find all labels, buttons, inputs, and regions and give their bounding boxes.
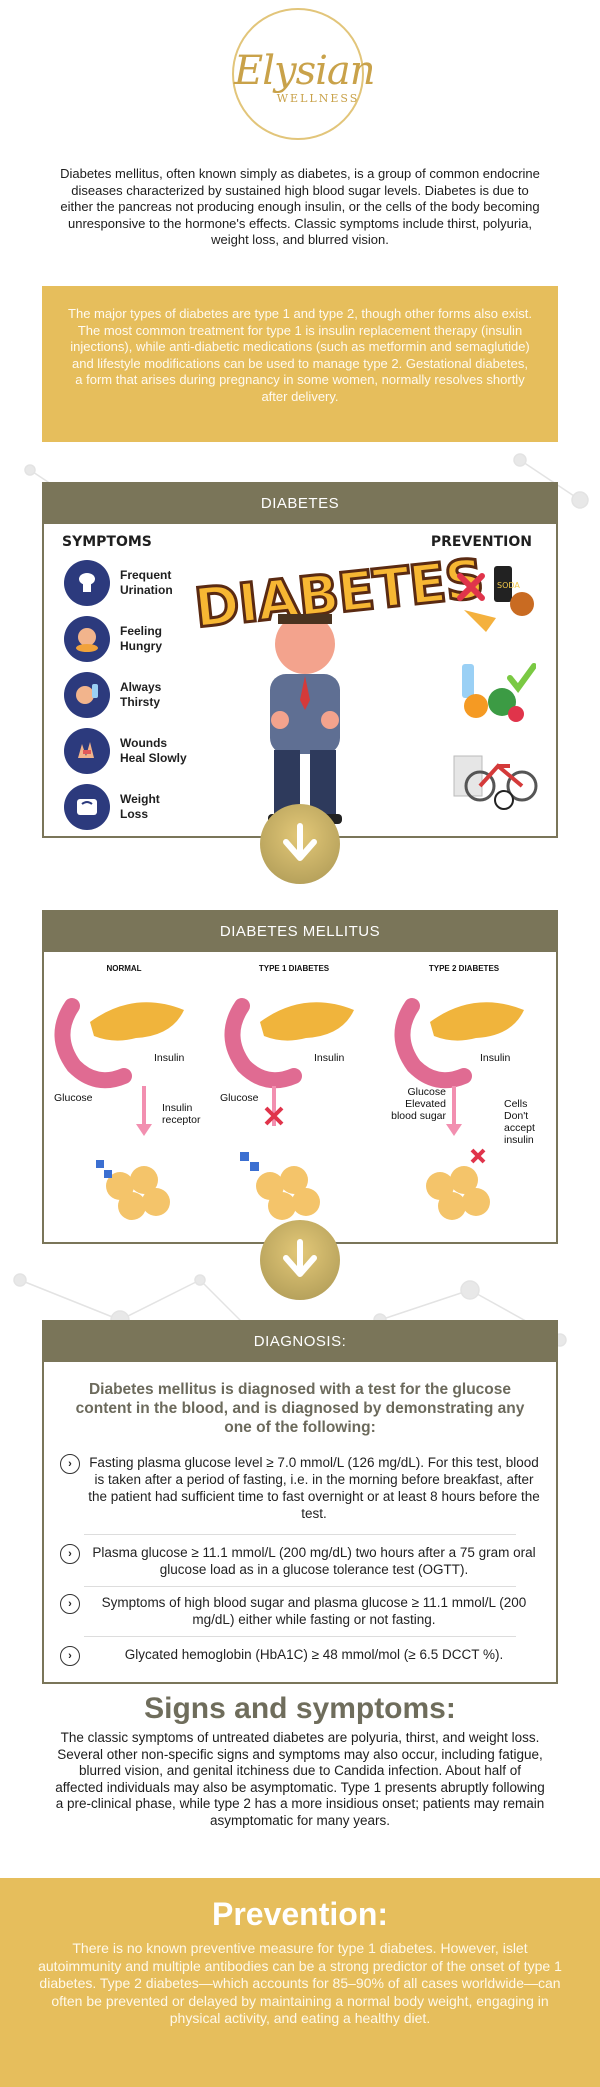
divider <box>84 1534 516 1535</box>
exercise-icon <box>453 755 538 810</box>
prevention-section: Prevention: There is no known preventive… <box>0 1878 600 2087</box>
mellitus-panel-header: DIABETES MELLITUS <box>44 912 556 952</box>
pancreas-type2 <box>394 998 524 1220</box>
symptom-label: Always Thirsty <box>120 680 162 709</box>
symptom-item: Frequent Urination <box>64 560 190 606</box>
diagnosis-intro: Diabetes mellitus is diagnosed with a te… <box>75 1381 525 1436</box>
logo-sub-text: WELLNESS <box>276 92 360 105</box>
symptom-label: Frequent Urination <box>120 568 173 597</box>
normal-receptor-label: Insulin receptor <box>162 1102 201 1126</box>
diabetes-mellitus-panel: DIABETES MELLITUS NORMAL TYPE 1 DIABETES… <box>42 910 558 1244</box>
elysian-wellness-logo: Elysian WELLNESS <box>232 8 376 140</box>
soda-label: SODA <box>497 581 520 590</box>
pancreas-type1 <box>224 998 354 1220</box>
chevron-right-icon: › <box>60 1454 80 1474</box>
divider <box>84 1586 516 1587</box>
symptom-item: Wounds Heal Slowly <box>64 728 190 774</box>
type2-cells-label: Cells Don't accept insulin <box>504 1098 535 1146</box>
normal-glucose-label: Glucose <box>54 1092 93 1104</box>
toilet-icon <box>64 560 110 606</box>
diagnosis-panel: DIAGNOSIS: Diabetes mellitus is diagnose… <box>42 1320 558 1684</box>
symptom-label: Weight Loss <box>120 792 160 821</box>
diabetes-panel-header: DIABETES <box>44 484 556 524</box>
type2-insulin-label: Insulin <box>480 1052 511 1064</box>
scale-icon <box>64 784 110 830</box>
normal-column-title: NORMAL <box>106 964 142 973</box>
junk-food-icon: SODA <box>457 566 534 632</box>
diagnosis-bullet: › Plasma glucose ≥ 11.1 mmol/L (200 mg/d… <box>60 1544 540 1578</box>
symptom-label: Feeling Hungry <box>120 624 163 653</box>
prevention-text: There is no known preventive measure for… <box>38 1940 562 2027</box>
diabetes-panel: DIABETES SYMPTOMS PREVENTION Frequent Ur… <box>42 482 558 838</box>
diagnosis-bullet-text: Plasma glucose ≥ 11.1 mmol/L (200 mg/dL)… <box>92 1545 536 1577</box>
divider <box>84 1636 516 1637</box>
diagnosis-bullet-text: Symptoms of high blood sugar and plasma … <box>101 1595 527 1627</box>
pancreas-diagrams <box>54 998 524 1220</box>
down-arrow-icon <box>260 804 340 884</box>
diagnosis-bullet: › Symptoms of high blood sugar and plasm… <box>60 1594 540 1628</box>
thirsty-icon <box>64 672 110 718</box>
diagnosis-bullet: › Fasting plasma glucose level ≥ 7.0 mmo… <box>60 1454 540 1522</box>
prevention-title: Prevention: <box>211 1896 389 1932</box>
diagnosis-bullet-text: Fasting plasma glucose level ≥ 7.0 mmol/… <box>88 1455 540 1521</box>
symptom-label: Wounds Heal Slowly <box>120 736 187 765</box>
diagnosis-panel-header: DIAGNOSIS: <box>44 1322 556 1362</box>
stressed-man-illustration <box>268 614 342 824</box>
prevention-title: PREVENTION <box>430 534 532 550</box>
logo-script-text: Elysian <box>234 48 376 94</box>
types-box-text: The major types of diabetes are type 1 a… <box>68 306 532 404</box>
symptoms-title: SYMPTOMS <box>62 534 152 550</box>
chevron-right-icon: › <box>60 1594 80 1614</box>
signs-title: Signs and symptoms: <box>144 1692 456 1725</box>
type1-column-title: TYPE 1 DIABETES <box>258 964 330 973</box>
type1-glucose-label: Glucose <box>220 1092 259 1104</box>
symptom-item: Always Thirsty <box>64 672 190 718</box>
normal-insulin-label: Insulin <box>154 1052 185 1064</box>
intro-paragraph: Diabetes mellitus, often known simply as… <box>60 166 540 248</box>
symptom-item: Feeling Hungry <box>64 616 190 662</box>
chevron-right-icon: › <box>60 1646 80 1666</box>
wound-icon <box>64 728 110 774</box>
down-arrow-icon <box>260 1220 340 1300</box>
diagnosis-bullet-text: Glycated hemoglobin (HbA1C) ≥ 48 mmol/mo… <box>124 1647 504 1662</box>
healthy-food-icon <box>462 663 536 722</box>
type1-insulin-label: Insulin <box>314 1052 345 1064</box>
chevron-right-icon: › <box>60 1544 80 1564</box>
signs-text: The classic symptoms of untreated diabet… <box>55 1730 545 1828</box>
hungry-icon <box>64 616 110 662</box>
type2-glucose-label: Glucose Elevated blood sugar <box>391 1086 446 1122</box>
types-box: The major types of diabetes are type 1 a… <box>42 286 558 442</box>
pancreas-normal <box>54 998 184 1220</box>
type2-column-title: TYPE 2 DIABETES <box>428 964 500 973</box>
symptom-item: Weight Loss <box>64 784 190 830</box>
diagnosis-bullet: › Glycated hemoglobin (HbA1C) ≥ 48 mmol/… <box>60 1646 540 1666</box>
